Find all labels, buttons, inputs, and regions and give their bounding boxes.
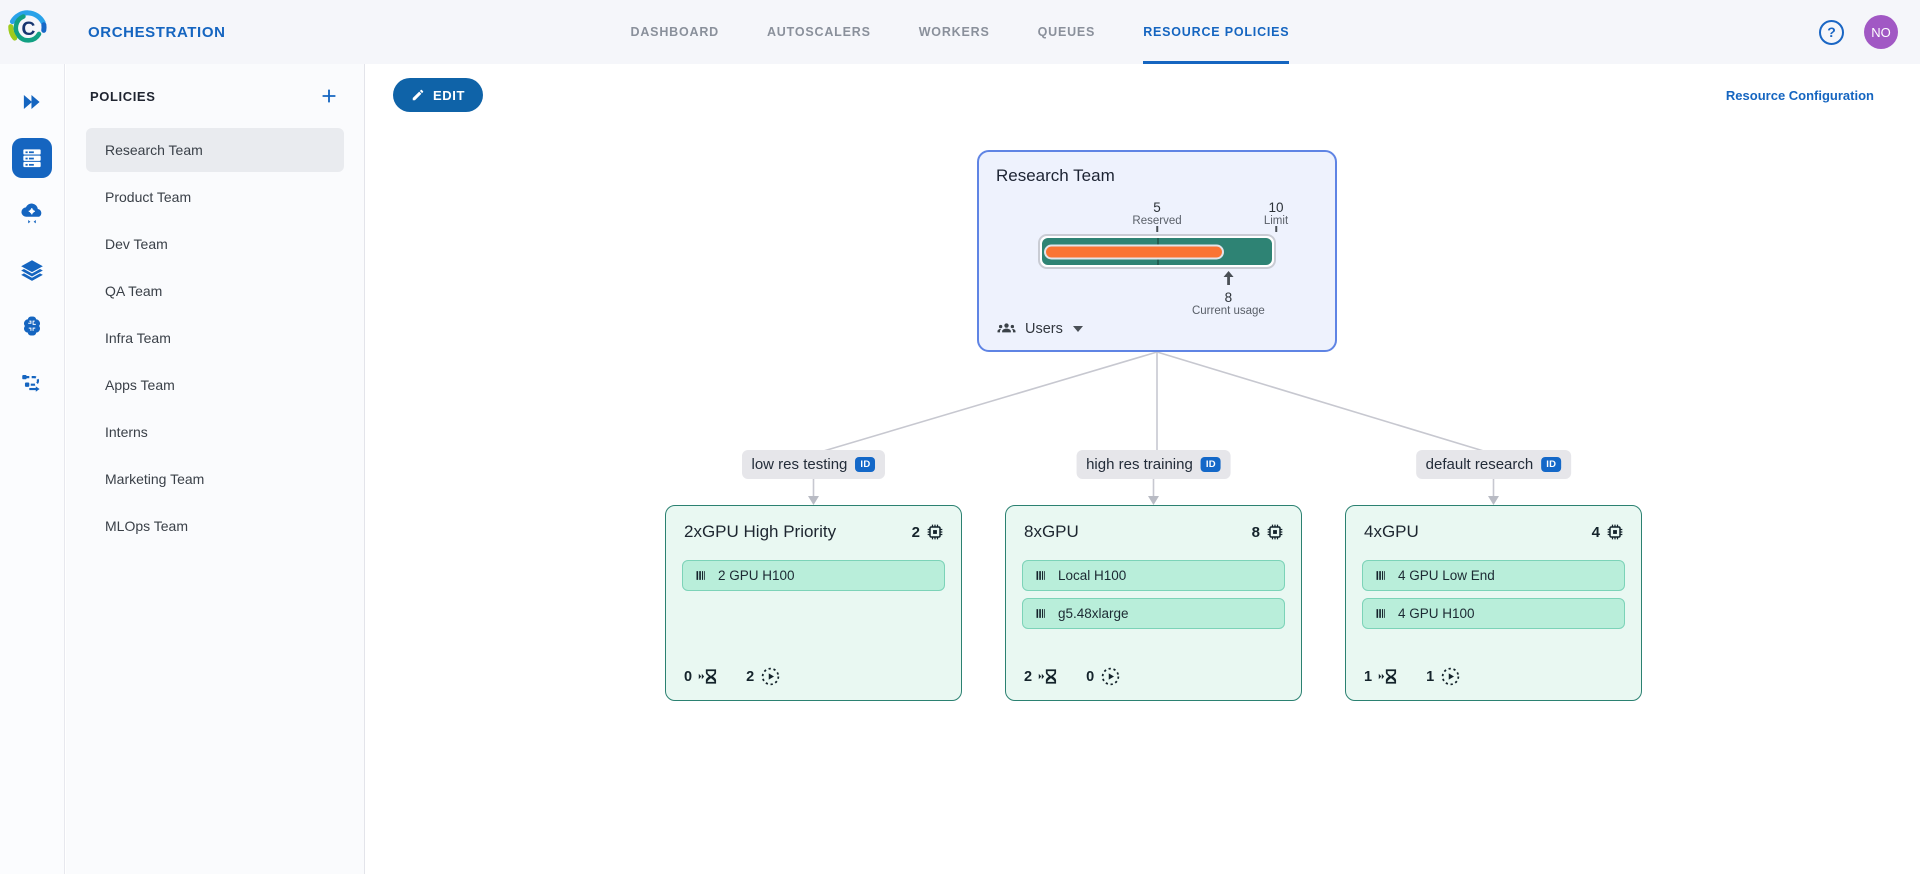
tab-workers[interactable]: WORKERS <box>918 25 990 39</box>
node-title: 8xGPU <box>1024 522 1079 541</box>
chip-icon <box>1267 524 1283 540</box>
running-play-icon <box>761 667 780 686</box>
policy-list: Research Team Product Team Dev Team QA T… <box>66 128 364 548</box>
current-usage-indicator: 8 Current usage <box>1192 271 1265 317</box>
sidebar-title: POLICIES <box>90 88 156 104</box>
edit-button[interactable]: EDIT <box>393 78 484 112</box>
tab-resource-policies[interactable]: RESOURCE POLICIES <box>1143 0 1290 64</box>
reserved-tick <box>1156 226 1158 232</box>
running-count: 2 <box>746 666 781 687</box>
barcode-icon <box>1036 571 1045 580</box>
barcode-icon <box>696 571 705 580</box>
policy-item-research-team[interactable]: Research Team <box>86 128 344 172</box>
node-card-2xgpu-high-priority[interactable]: 2xGPU High Priority 2 2 GPU H100 0 2 <box>665 505 962 701</box>
help-icon[interactable]: ? <box>1819 19 1844 45</box>
policy-item-apps-team[interactable]: Apps Team <box>105 377 175 393</box>
quota-bar: 5 Reserved 10 Limit 8 Current usage <box>1038 200 1288 317</box>
gpu-count: 4 <box>1592 522 1625 542</box>
sidebar-header: POLICIES <box>66 64 364 128</box>
collapse-rail-icon[interactable] <box>12 82 52 122</box>
main-content: EDIT Resource Configuration Research Tea… <box>366 64 1920 874</box>
template-chip[interactable]: g5.48xlarge <box>1022 598 1285 629</box>
chip-icon <box>927 524 943 540</box>
pencil-icon <box>412 89 424 101</box>
pending-hourglass-icon <box>1038 669 1057 684</box>
barcode-icon <box>1376 571 1385 580</box>
layers-icon[interactable] <box>12 250 52 290</box>
pipeline-icon[interactable] <box>12 362 52 402</box>
running-play-icon <box>1101 667 1120 686</box>
svg-text:C: C <box>22 19 36 40</box>
pending-hourglass-icon <box>1378 669 1397 684</box>
root-policy-card[interactable]: Research Team 5 Reserved 10 Limit 8 <box>977 150 1337 352</box>
policy-item-interns[interactable]: Interns <box>105 424 148 440</box>
limit-label: 10 Limit <box>1263 200 1289 227</box>
template-chip[interactable]: 2 GPU H100 <box>682 560 945 591</box>
node-title: 2xGPU High Priority <box>684 522 837 541</box>
topbar-right: ? NO <box>1819 0 1898 64</box>
avatar[interactable]: NO <box>1864 15 1898 49</box>
tab-queues[interactable]: QUEUES <box>1037 25 1096 39</box>
node-card-4xgpu[interactable]: 4xGPU 4 4 GPU Low End 4 GPU H100 1 <box>1345 505 1642 701</box>
gpu-count: 2 <box>912 522 945 542</box>
policy-item-dev-team[interactable]: Dev Team <box>105 236 168 252</box>
pending-hourglass-icon <box>698 669 717 684</box>
pending-count: 2 <box>1024 667 1060 686</box>
chip-icon <box>1607 524 1623 540</box>
limit-tick <box>1275 226 1277 232</box>
barcode-icon <box>1376 609 1385 618</box>
quota-bar-limit-fill <box>1042 238 1272 265</box>
tab-autoscalers[interactable]: AUTOSCALERS <box>766 25 871 39</box>
policy-item-qa-team[interactable]: QA Team <box>105 283 163 299</box>
id-badge[interactable]: ID <box>1541 456 1562 473</box>
template-chip[interactable]: Local H100 <box>1022 560 1285 591</box>
topbar: C ORCHESTRATION DASHBOARD AUTOSCALERS WO… <box>0 0 1920 64</box>
clearml-logo-icon: C <box>6 6 50 50</box>
gpu-count: 8 <box>1252 522 1285 542</box>
node-title: 4xGPU <box>1364 522 1419 541</box>
edge-label-low-res-testing[interactable]: low res testing ID <box>741 450 886 479</box>
brain-icon[interactable] <box>12 306 52 346</box>
template-chip[interactable]: 4 GPU Low End <box>1362 560 1625 591</box>
up-arrow-icon <box>1223 271 1234 285</box>
running-count: 1 <box>1426 666 1461 687</box>
template-chip[interactable]: 4 GPU H100 <box>1362 598 1625 629</box>
pending-count: 0 <box>684 667 720 686</box>
id-badge[interactable]: ID <box>855 456 876 473</box>
policies-sidebar: POLICIES Research Team Product Team Dev … <box>66 64 365 874</box>
icon-rail <box>0 64 65 874</box>
cloud-autoscaler-icon[interactable] <box>12 194 52 234</box>
users-dropdown[interactable]: Users <box>996 318 1083 339</box>
running-play-icon <box>1441 667 1460 686</box>
reserved-label: 5 Reserved <box>1132 200 1182 227</box>
pending-count: 1 <box>1364 667 1400 686</box>
add-policy-button[interactable] <box>318 85 340 107</box>
root-policy-title: Research Team <box>996 166 1115 185</box>
edge-label-high-res-training[interactable]: high res training ID <box>1076 450 1231 479</box>
app-title: ORCHESTRATION <box>88 23 226 41</box>
barcode-icon <box>1036 609 1045 618</box>
policy-item-product-team[interactable]: Product Team <box>105 189 192 205</box>
running-count: 0 <box>1086 666 1121 687</box>
main-tabs: DASHBOARD AUTOSCALERS WORKERS QUEUES RES… <box>0 0 1920 64</box>
id-badge[interactable]: ID <box>1200 456 1221 473</box>
quota-bar-track <box>1038 234 1276 269</box>
edit-button-label: EDIT <box>433 87 466 103</box>
edge-label-default-research[interactable]: default research ID <box>1415 450 1572 479</box>
orchestration-servers-icon[interactable] <box>12 138 52 178</box>
tab-dashboard[interactable]: DASHBOARD <box>630 25 719 39</box>
node-card-8xgpu[interactable]: 8xGPU 8 Local H100 g5.48xlarge 2 <box>1005 505 1302 701</box>
resource-configuration-link[interactable]: Resource Configuration <box>1725 88 1874 103</box>
chevron-down-icon <box>1072 325 1083 332</box>
policy-item-infra-team[interactable]: Infra Team <box>105 330 171 346</box>
policy-item-marketing-team[interactable]: Marketing Team <box>105 471 205 487</box>
users-label: Users <box>1025 320 1063 337</box>
users-icon <box>997 323 1016 333</box>
usage-bar-fill <box>1044 244 1224 259</box>
policy-item-mlops-team[interactable]: MLOps Team <box>105 518 188 534</box>
